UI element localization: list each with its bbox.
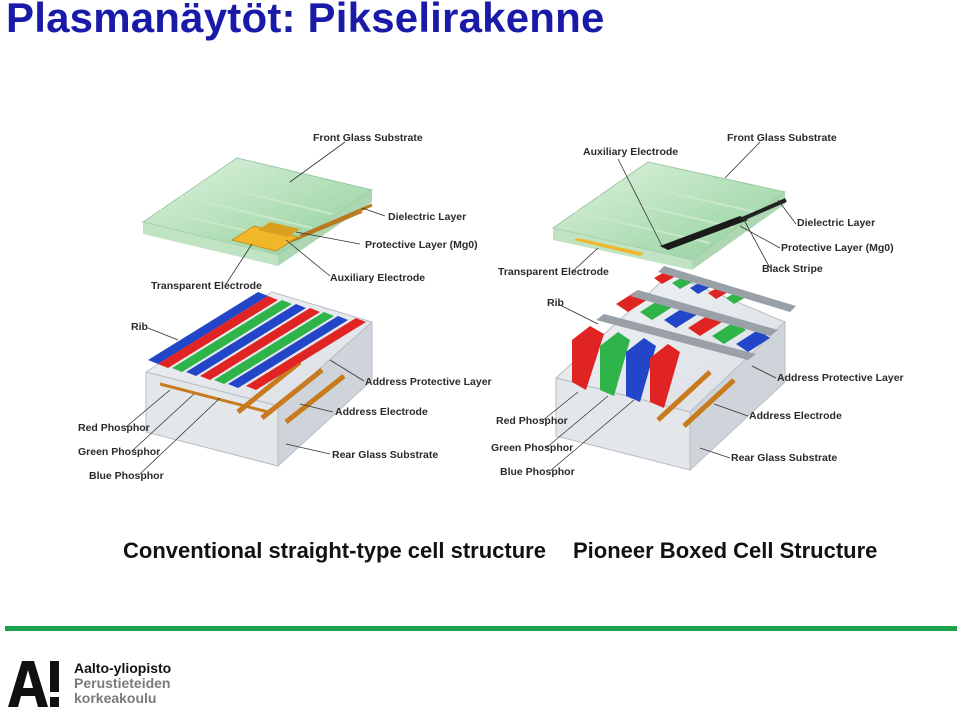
left-label-transparent: Transparent Electrode	[151, 280, 262, 292]
left-caption: Conventional straight-type cell structur…	[123, 538, 546, 563]
left-label-green-phosphor: Green Phosphor	[78, 446, 160, 458]
right-label-dielectric: Dielectric Layer	[797, 217, 875, 229]
right-labels: Auxiliary Electrode Front Glass Substrat…	[491, 132, 904, 478]
right-label-transparent: Transparent Electrode	[498, 266, 609, 278]
right-label-auxiliary: Auxiliary Electrode	[583, 146, 678, 158]
left-label-rib: Rib	[131, 321, 148, 333]
right-label-blue-phosphor: Blue Phosphor	[500, 466, 575, 478]
right-boxed-cells	[572, 266, 796, 408]
left-label-front-glass: Front Glass Substrate	[313, 132, 423, 144]
right-front-glass	[551, 161, 787, 270]
right-caption: Pioneer Boxed Cell Structure	[573, 538, 877, 563]
org-line-1: Aalto-yliopisto	[74, 660, 172, 676]
right-label-green-phosphor: Green Phosphor	[491, 442, 573, 454]
right-label-protective: Protective Layer (Mg0)	[781, 242, 894, 254]
left-label-dielectric: Dielectric Layer	[388, 211, 466, 223]
right-label-address-electrode: Address Electrode	[749, 410, 842, 422]
right-label-red-phosphor: Red Phosphor	[496, 415, 568, 427]
left-label-address-protective: Address Protective Layer	[365, 376, 492, 388]
page-title: Plasmanäytöt: Pikselirakenne	[6, 0, 605, 41]
left-leaders	[125, 141, 386, 475]
footer-divider	[5, 626, 957, 631]
org-line-2: Perustieteiden	[74, 675, 171, 691]
right-label-front-glass: Front Glass Substrate	[727, 132, 837, 144]
right-label-rib: Rib	[547, 297, 564, 309]
left-front-glass	[141, 157, 374, 266]
aalto-logo: A!	[8, 661, 59, 707]
left-label-red-phosphor: Red Phosphor	[78, 422, 150, 434]
left-label-auxiliary: Auxiliary Electrode	[330, 272, 425, 284]
right-label-address-protective: Address Protective Layer	[777, 372, 904, 384]
left-labels: Front Glass Substrate Dielectric Layer P…	[78, 132, 492, 482]
org-name: Aalto-yliopisto Perustieteiden korkeakou…	[74, 661, 171, 706]
org-line-3: korkeakoulu	[74, 690, 157, 706]
left-label-blue-phosphor: Blue Phosphor	[89, 470, 164, 482]
right-leaders	[541, 141, 797, 472]
right-label-black-stripe: Black Stripe	[762, 263, 823, 275]
pixel-structure-diagram: Front Glass Substrate Dielectric Layer P…	[78, 132, 904, 563]
right-label-rear-glass: Rear Glass Substrate	[731, 452, 837, 464]
left-label-protective: Protective Layer (Mg0)	[365, 239, 478, 251]
left-label-address-electrode: Address Electrode	[335, 406, 428, 418]
left-label-rear-glass: Rear Glass Substrate	[332, 449, 438, 461]
left-phosphor-stripes	[148, 292, 366, 390]
